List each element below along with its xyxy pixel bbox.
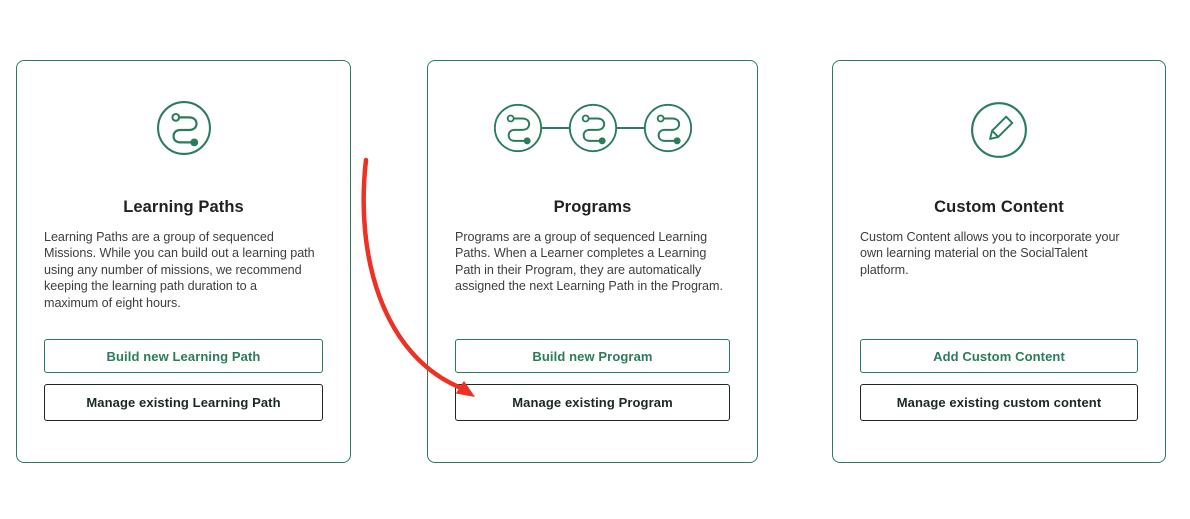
card-title-custom-content: Custom Content	[934, 198, 1064, 216]
build-new-program-button[interactable]: Build new Program	[455, 339, 730, 373]
add-custom-content-button[interactable]: Add Custom Content	[860, 339, 1138, 373]
card-description-custom-content: Custom Content allows you to incorporate…	[860, 230, 1120, 277]
card-description-programs: Programs are a group of sequenced Learni…	[455, 230, 723, 294]
programs-card: Programs Programs are a group of sequenc…	[427, 60, 758, 463]
learning-path-icon	[17, 100, 350, 156]
card-title-learning-paths: Learning Paths	[123, 198, 244, 216]
card-description-learning-paths: Learning Paths are a group of sequenced …	[44, 230, 315, 310]
build-new-learning-path-button[interactable]: Build new Learning Path	[44, 339, 323, 373]
manage-existing-custom-content-button[interactable]: Manage existing custom content	[860, 384, 1138, 421]
pencil-icon	[833, 101, 1165, 159]
manage-existing-learning-path-button[interactable]: Manage existing Learning Path	[44, 384, 323, 421]
custom-content-card: Custom Content Custom Content allows you…	[832, 60, 1166, 463]
manage-existing-program-button[interactable]: Manage existing Program	[455, 384, 730, 421]
program-icon	[428, 103, 757, 153]
card-title-programs: Programs	[553, 198, 632, 216]
learning-paths-card: Learning Paths Learning Paths are a grou…	[16, 60, 351, 463]
